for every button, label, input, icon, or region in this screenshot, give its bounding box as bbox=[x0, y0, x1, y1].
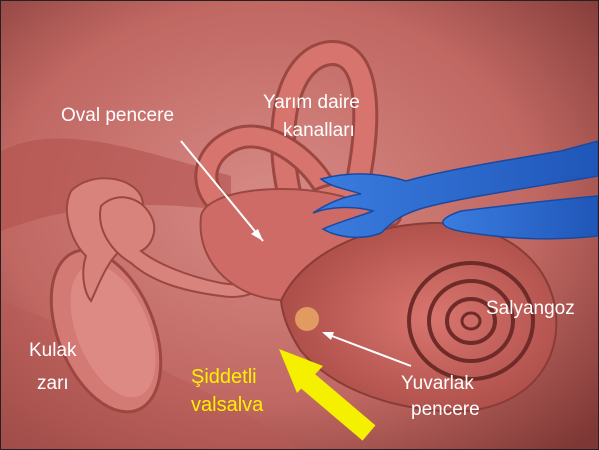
round-window-label-line2: pencere bbox=[411, 399, 480, 420]
eardrum-label-line1: Kulak bbox=[29, 340, 77, 361]
cochlea-label: Salyangoz bbox=[486, 298, 575, 319]
eardrum-label-line2: zarı bbox=[37, 373, 69, 394]
valsalva-label-line1: Şiddetli bbox=[191, 366, 257, 388]
round-window bbox=[295, 307, 319, 331]
oval-window-label: Oval pencere bbox=[61, 105, 174, 126]
semicircular-canals-label-line1: Yarım daire bbox=[263, 92, 360, 113]
valsalva-label-line2: valsalva bbox=[191, 394, 264, 416]
round-window-label-line1: Yuvarlak bbox=[401, 373, 474, 394]
semicircular-canals-label-line2: kanalları bbox=[283, 120, 355, 141]
